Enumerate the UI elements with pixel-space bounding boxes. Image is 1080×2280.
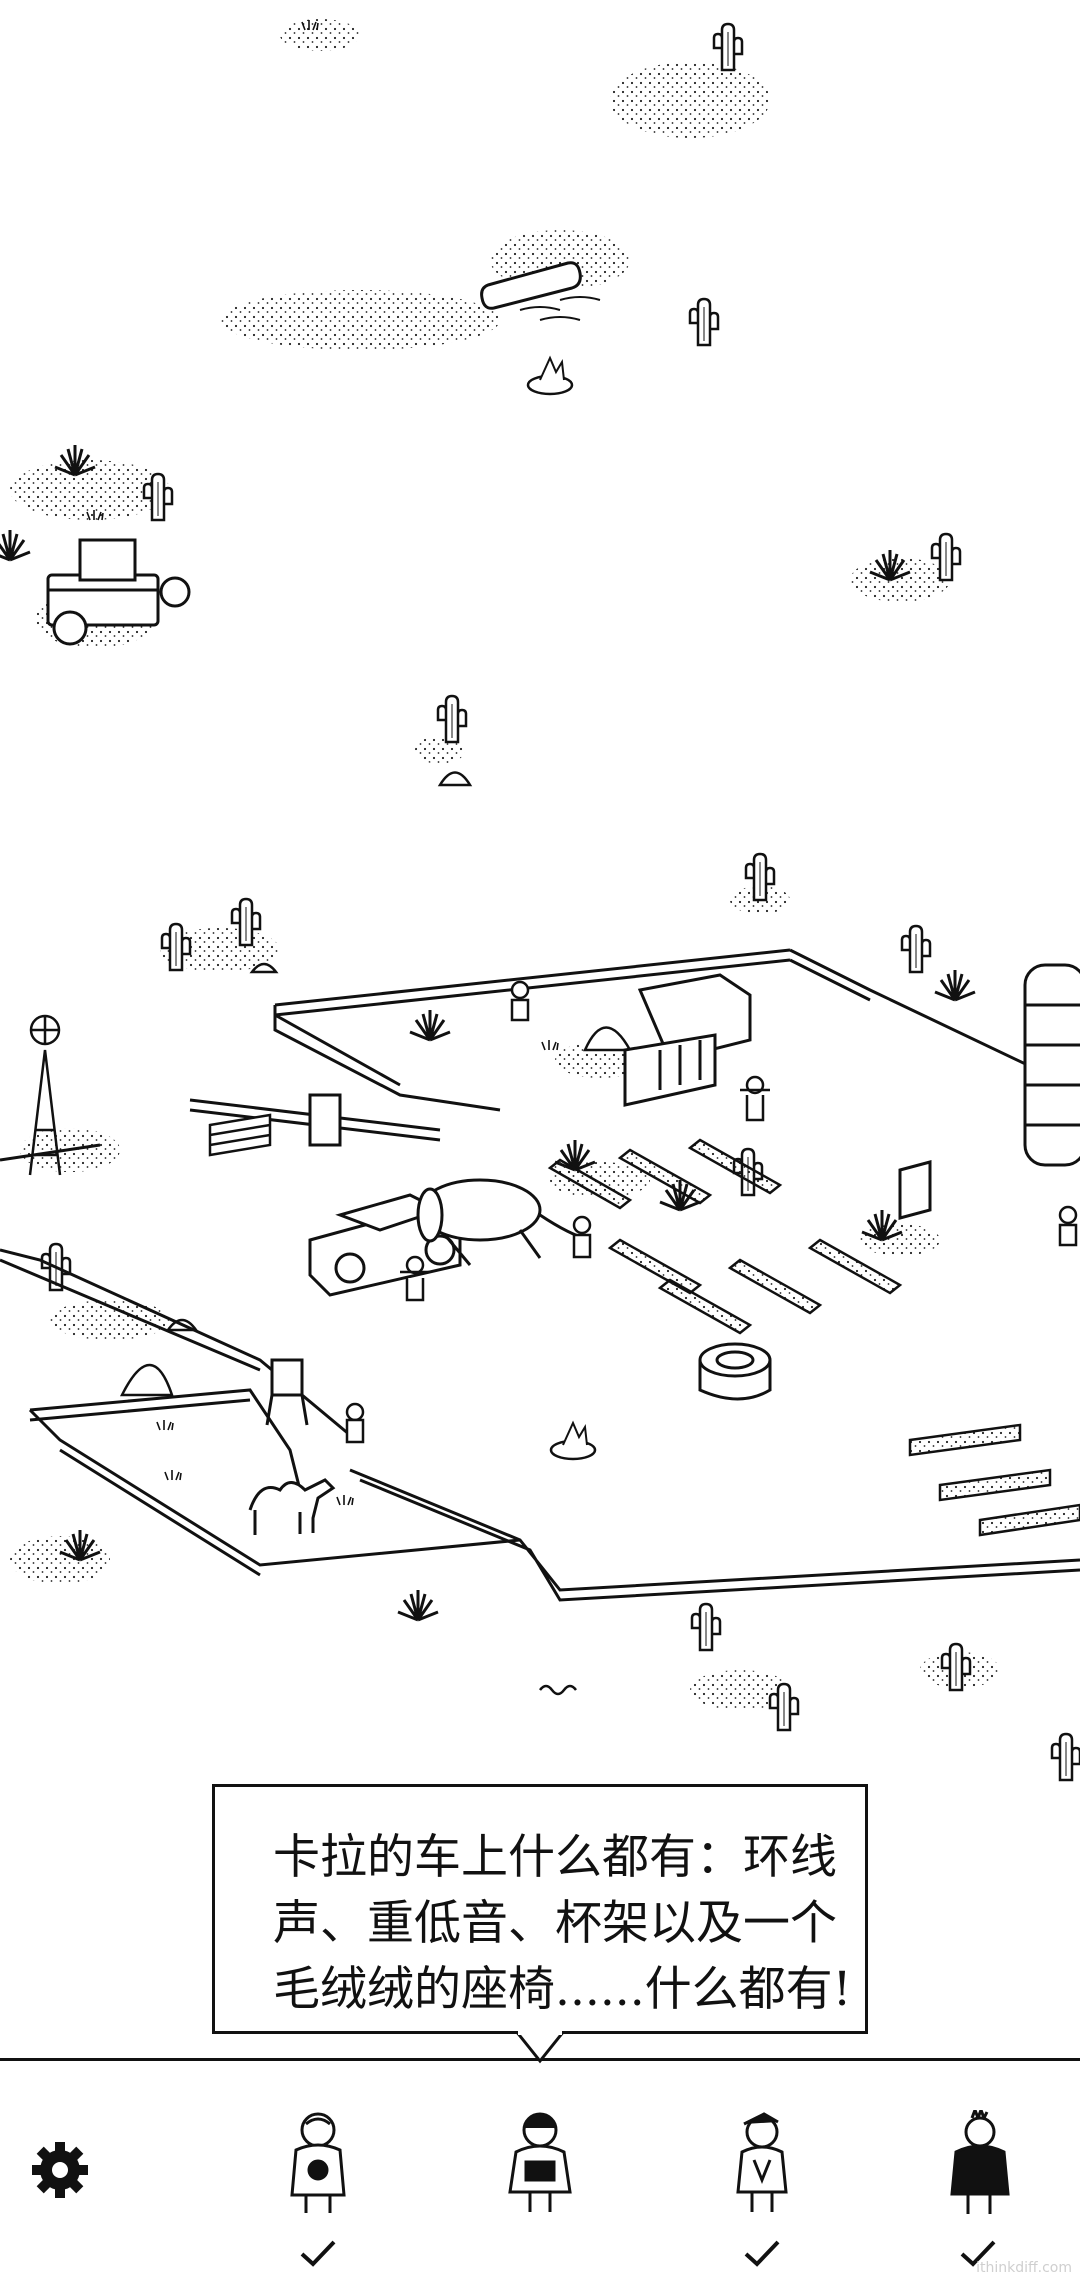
garden-beds — [547, 1138, 1080, 1537]
dialogue-bubble: 卡拉的车上什么都有：环线 声、重低音、杯架以及一个 毛绒绒的座椅......什么… — [212, 1784, 868, 2034]
checkmark-icon — [744, 2240, 780, 2267]
bubble-tail — [516, 2031, 564, 2064]
character-4-icon — [950, 2110, 1010, 2214]
camel — [248, 1478, 336, 1535]
outhouse — [898, 1160, 932, 1220]
tractor — [46, 538, 191, 646]
water-tank — [416, 1178, 591, 1266]
squiggle — [539, 1684, 577, 1696]
checkmark-icon — [960, 2240, 996, 2267]
gear-icon — [32, 2142, 88, 2198]
watermark: ithinkdiff.com — [976, 2260, 1072, 2276]
campfire — [526, 355, 597, 1461]
character-slot-3[interactable] — [712, 2110, 812, 2280]
water-tower — [265, 1093, 342, 1426]
people — [345, 980, 1078, 1444]
log — [480, 261, 601, 321]
map-drawing — [0, 19, 1080, 1782]
silo — [1023, 963, 1080, 1167]
firewood — [208, 1113, 272, 1157]
character-1-icon — [290, 2112, 346, 2213]
sand-patches — [10, 19, 1000, 1710]
character-slot-2[interactable] — [490, 2110, 590, 2280]
shack — [623, 973, 752, 1107]
tree-stump — [698, 1342, 772, 1401]
dialogue-line: 声、重低音、杯架以及一个 — [273, 1896, 837, 1951]
dialogue-line: 卡拉的车上什么都有：环线 — [273, 1830, 837, 1885]
dialogue-line: 毛绒绒的座椅......什么都有! — [273, 1962, 852, 2017]
checkmark-icon — [300, 2240, 336, 2267]
character-3-icon — [736, 2112, 788, 2212]
windmill — [28, 1014, 62, 1176]
character-2-icon — [508, 2112, 572, 2212]
fences — [0, 948, 1080, 1602]
game-map[interactable] — [0, 0, 1080, 2060]
character-slot-4[interactable] — [928, 2110, 1028, 2280]
character-slot-1[interactable] — [268, 2110, 368, 2280]
settings-button[interactable] — [30, 2140, 90, 2200]
